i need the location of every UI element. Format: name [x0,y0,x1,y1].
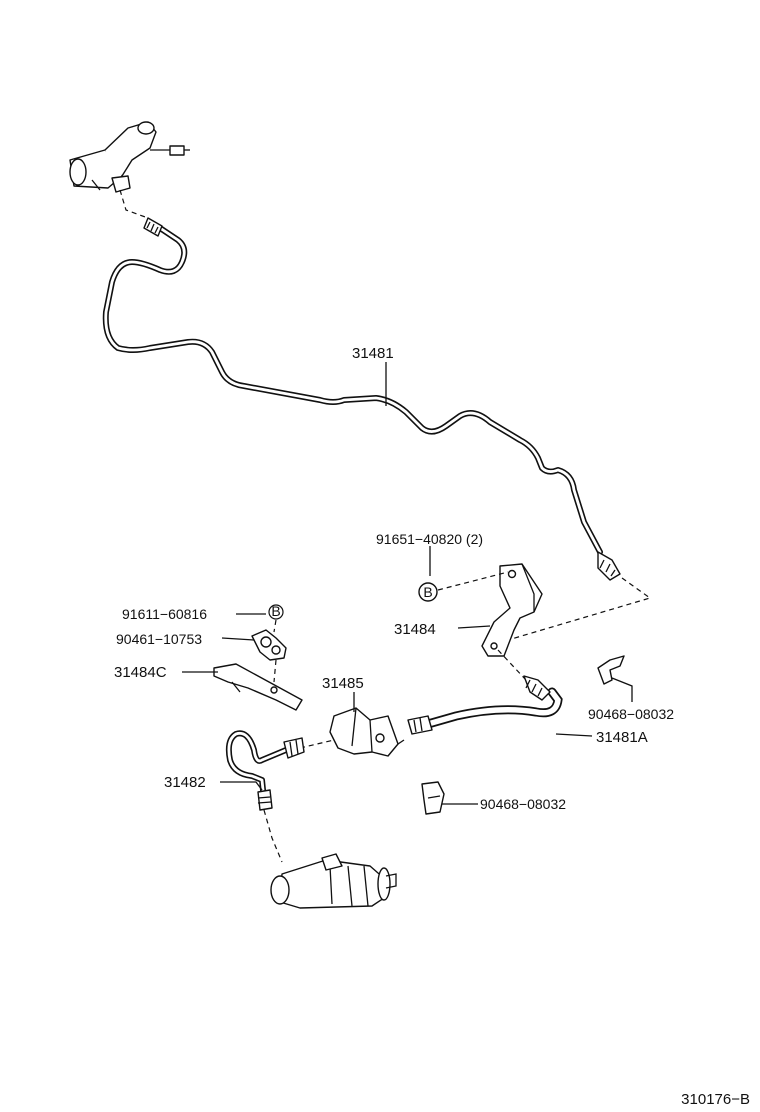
leader-31482 [220,781,263,791]
callout-31482: 31482 [164,774,206,791]
clutch-master-cylinder [69,121,190,193]
leader-31484 [457,625,491,629]
callout-31481: 31481 [352,345,394,362]
callout-90468-upper: 90468−08032 [588,706,674,722]
callout-31484: 31484 [394,621,436,638]
leader-31481a [555,733,593,737]
bolt-marker-b-small: B [268,603,284,620]
callout-31481a: 31481A [596,729,648,746]
leader-clamp-down [273,659,277,683]
clamp-90461 [251,629,287,661]
leader-bolt-to-bracket [437,571,509,591]
callout-31484c: 31484C [114,664,167,681]
callout-91611: 91611−60816 [122,606,207,622]
callout-31485: 31485 [322,675,364,692]
clip-90468-lower [421,781,445,815]
clutch-tube-31482 [225,730,305,811]
union-31485 [329,707,405,757]
bracket-31484 [481,563,543,657]
leader-tube-to-release-cylinder [263,809,283,863]
marker-b-small-text: B [271,603,280,619]
bolt-marker-b-large: B [418,582,438,602]
clutch-release-cylinder [270,853,397,909]
callout-90461: 90461−10753 [116,631,202,647]
bracket-31484c [213,663,303,711]
figure-code: 310176−B [681,1091,750,1108]
leader-union-to-tube [299,739,335,749]
leader-bolt-down [273,619,277,633]
leader-90468a [611,677,633,702]
marker-b-large-text: B [423,584,432,600]
clutch-hose-31481a [407,675,563,735]
leader-90461 [221,637,255,641]
callout-90468-lower: 90468−08032 [480,796,566,812]
callout-91651: 91651−40820 (2) [376,531,483,547]
clutch-tube-31481 [102,217,621,581]
leader-tube-to-bracket [507,577,652,641]
clip-90468-upper [597,655,625,685]
leader-master-to-pipe [119,189,149,219]
leader-bracket-to-hose [497,649,527,681]
